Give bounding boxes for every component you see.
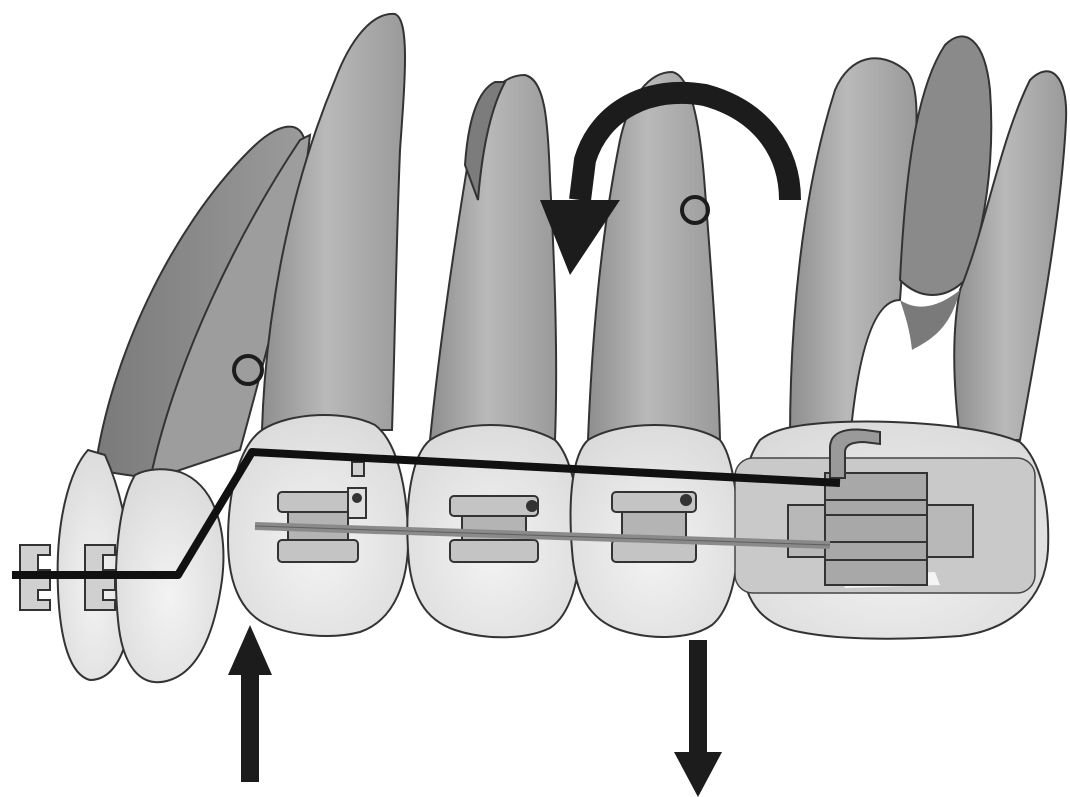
second-premolar-bracket [612,492,696,562]
